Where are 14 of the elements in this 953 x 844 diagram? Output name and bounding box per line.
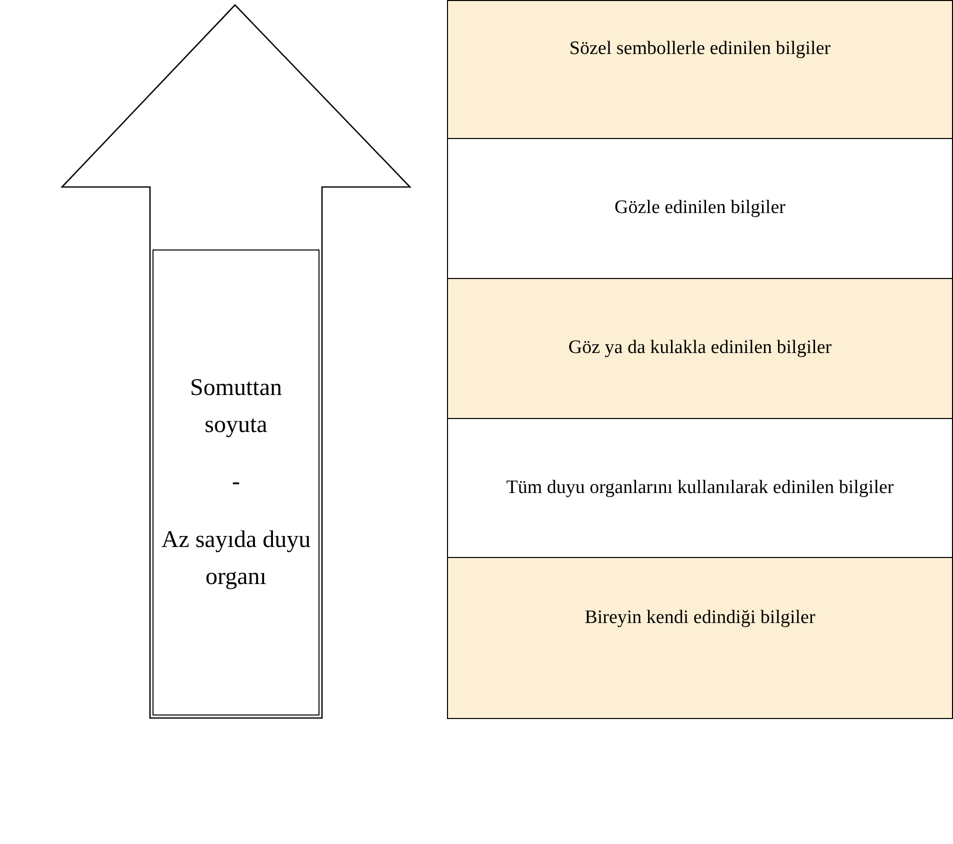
up-arrow-shape xyxy=(60,4,412,720)
level-band xyxy=(447,557,953,719)
band-label: Tüm duyu organlarını kullanılarak edinilen bilgiler xyxy=(506,476,894,500)
level-band xyxy=(447,278,953,419)
band-label: Bireyin kendi edindiği bilgiler xyxy=(584,606,816,630)
level-band xyxy=(447,138,953,279)
level-band xyxy=(447,418,953,558)
band-label: Sözel sembollerle edinilen bilgiler xyxy=(569,37,831,62)
band-label: Göz ya da kulakla edinilen bilgiler xyxy=(568,336,832,360)
band-label: Gözle edinilen bilgiler xyxy=(614,196,786,220)
arrow-label: Az sayıda duyu organı xyxy=(160,526,312,592)
separator-dash: - xyxy=(232,468,240,498)
arrow-label: Somuttan soyuta xyxy=(188,374,283,440)
level-band xyxy=(447,0,953,139)
